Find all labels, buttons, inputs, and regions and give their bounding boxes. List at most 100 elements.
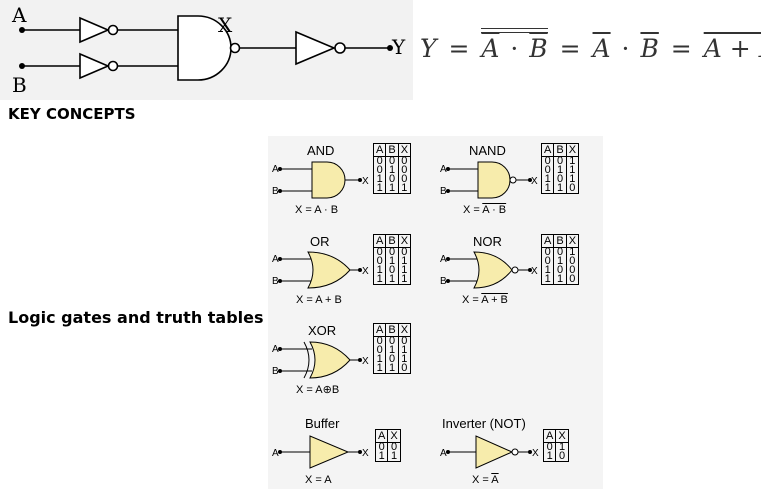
tt-cell: 0 — [376, 246, 383, 258]
tt-cell: 0 — [569, 273, 576, 285]
tt-cell: 0 — [388, 353, 396, 365]
tt-cell: 0 — [544, 246, 551, 258]
heading-key-concepts: KEY CONCEPTS — [8, 105, 136, 123]
tt-cell: 0 — [544, 155, 551, 167]
tt-cell: 1 — [390, 450, 398, 462]
tt-cell: 0 — [401, 362, 408, 374]
eq-part2-a: A — [592, 34, 611, 63]
tt-cell: 0 — [390, 441, 398, 453]
tt-cell: 0 — [376, 255, 383, 267]
tt-cell: 1 — [376, 182, 383, 194]
tt-cell: 1 — [401, 255, 408, 267]
or-gate-symbol: A B X — [272, 251, 369, 289]
or-expression: X = A + B — [296, 294, 342, 306]
input-b-label: B — [12, 73, 27, 97]
buffer-expression: X = A — [305, 474, 332, 486]
tt-cell: 1 — [544, 264, 551, 276]
tt-cell: 1 — [388, 255, 396, 267]
tt-cell: 0 — [556, 173, 564, 185]
tt-cell: 0 — [556, 155, 564, 167]
nor-gate-title: NOR — [473, 234, 502, 249]
tt-cell: 1 — [556, 273, 564, 285]
tt-header: X — [565, 143, 580, 157]
tt-cell: 1 — [401, 353, 408, 365]
eq-lhs: Y — [420, 34, 437, 63]
nor-gate-symbol: A B X — [440, 251, 538, 289]
tt-cell: 0 — [401, 173, 408, 185]
eq-part3: A + B — [703, 34, 761, 63]
tt-cell: 1 — [569, 246, 576, 258]
tt-header: X — [397, 323, 412, 337]
and-gate-symbol: A B X — [272, 161, 369, 199]
tt-cell: 0 — [569, 182, 576, 194]
nor-out: X — [531, 266, 538, 277]
tt-cell: 0 — [556, 246, 564, 258]
tt-cell: 0 — [546, 441, 553, 453]
nor-expr-over: A + B — [481, 294, 508, 306]
buffer-gate-title: Buffer — [305, 416, 340, 431]
tt-cell: 1 — [388, 273, 396, 285]
nand-gate-title: NAND — [469, 143, 506, 158]
eq-part2-dot: · — [621, 34, 630, 63]
tt-cell: 0 — [376, 335, 383, 347]
heading-logic-gates: Logic gates and truth tables — [8, 308, 264, 327]
eq-sign-3: = — [670, 34, 692, 63]
tt-cell: 0 — [401, 335, 408, 347]
tt-cell: 0 — [376, 344, 383, 356]
tt-cell: 1 — [401, 344, 408, 356]
eq-part1-dot: · — [510, 34, 519, 63]
boolean-equation: Y = A · B = A · B = A + B — [420, 28, 761, 63]
and-in-a: A — [272, 164, 279, 175]
nor-in-a: A — [440, 254, 447, 265]
tt-cell: 1 — [556, 255, 564, 267]
tt-cell: 0 — [376, 155, 383, 167]
tt-header: A — [540, 234, 555, 248]
output-y-dot — [387, 45, 393, 51]
eq-part2-b: B — [640, 34, 659, 63]
or-gate-title: OR — [310, 234, 330, 249]
tt-cell: 0 — [378, 441, 385, 453]
tt-cell: 0 — [388, 335, 396, 347]
tt-cell: 1 — [569, 173, 576, 185]
nand-expr-over: A · B — [482, 204, 507, 216]
tt-cell: 1 — [376, 173, 383, 185]
tt-cell: 1 — [376, 353, 383, 365]
xor-out: X — [362, 356, 369, 367]
nor-in-b: B — [440, 276, 447, 287]
input-a-label: A — [11, 3, 27, 27]
buffer-in-a: A — [272, 448, 279, 459]
nand-expr-prefix: X = — [463, 204, 483, 216]
tt-cell: 1 — [401, 182, 408, 194]
tt-cell: 0 — [388, 264, 396, 276]
tt-cell: 1 — [544, 182, 551, 194]
nor-expression: X = A + B — [462, 294, 508, 306]
inverter-gate-title: Inverter (NOT) — [442, 416, 526, 431]
tt-cell: 1 — [388, 362, 396, 374]
tt-header: X — [397, 143, 412, 157]
input-a-dot — [19, 27, 25, 33]
tt-cell: 1 — [556, 164, 564, 176]
inverter-out: X — [532, 448, 539, 459]
buffer-gate-symbol: A X — [272, 435, 369, 469]
or-in-b: B — [272, 276, 279, 287]
xor-gate-symbol: A B X — [272, 341, 369, 379]
tt-cell: 0 — [569, 264, 576, 276]
inverter-expression: X = A — [472, 474, 499, 486]
nand-in-b: B — [440, 186, 447, 197]
